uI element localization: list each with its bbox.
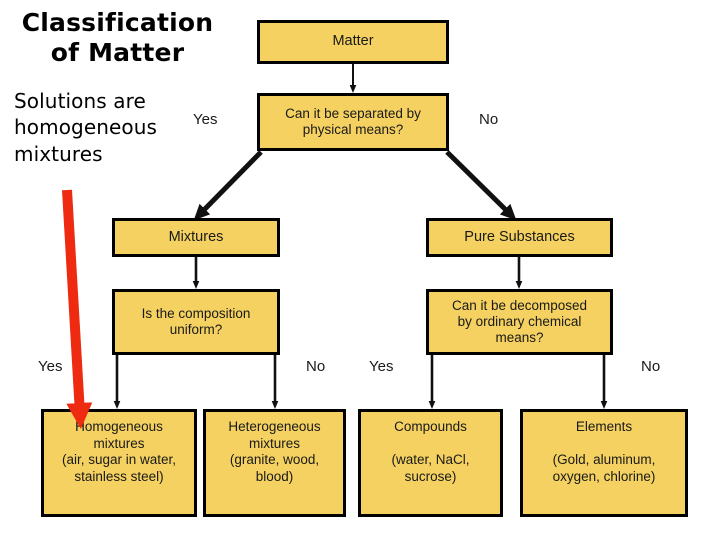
label-decompose-yes: Yes	[369, 358, 394, 375]
node-homogeneous-mixtures: Homogeneous mixtures (air, sugar in wate…	[41, 409, 197, 517]
node-decomposed-question: Can it be decomposed by ordinary chemica…	[426, 289, 613, 355]
node-composition-question: Is the composition uniform?	[112, 289, 280, 355]
page-title: Classification of Matter	[21, 8, 214, 67]
node-compounds: Compounds (water, NaCl, sucrose)	[358, 409, 503, 517]
node-elements: Elements (Gold, aluminum, oxygen, chlori…	[520, 409, 688, 517]
label-composition-yes: Yes	[38, 358, 63, 375]
label-separate-yes: Yes	[193, 111, 218, 128]
label-separate-no: No	[479, 111, 499, 128]
connector-separate-no-to-pure	[445, 150, 517, 221]
label-decompose-no: No	[641, 358, 661, 375]
node-pure-substances: Pure Substances	[426, 218, 613, 257]
node-heterogeneous-mixtures: Heterogeneous mixtures (granite, wood, b…	[203, 409, 346, 517]
highlight-arrow-shaft	[62, 189, 93, 429]
label-composition-no: No	[306, 358, 326, 375]
node-matter: Matter	[257, 20, 449, 64]
node-mixtures: Mixtures	[112, 218, 280, 257]
node-separated-question: Can it be separated by physical means?	[257, 93, 449, 151]
page-subtitle: Solutions are homogeneous mixtures	[14, 89, 158, 166]
